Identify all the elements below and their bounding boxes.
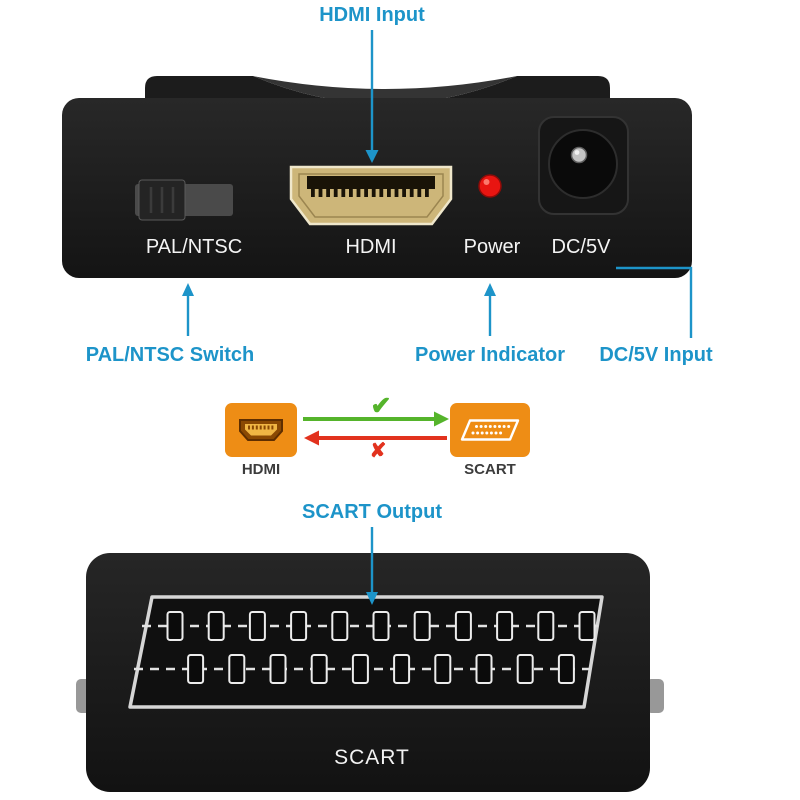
power-label: Power: [464, 236, 521, 258]
hdmi-port-label: HDMI: [345, 236, 396, 258]
scart-pin: [310, 654, 328, 684]
hdmi-pins: [307, 176, 435, 197]
scart-pin: [413, 611, 431, 641]
power-led: [478, 174, 502, 198]
dc-jack-pin: [570, 146, 588, 164]
hdmi-box-label: HDMI: [241, 461, 281, 478]
scart-pins: [166, 611, 596, 684]
pal-ntsc-switch: [135, 179, 233, 221]
scart-label: SCART: [334, 746, 410, 769]
scart-pin: [578, 611, 596, 641]
scart-box-label: SCART: [464, 461, 516, 478]
dc-jack-pin-highlight: [574, 150, 580, 155]
converter-scart-view: SCART: [76, 553, 664, 792]
dc-jack-barrel: [548, 129, 618, 199]
dc-jack: [538, 116, 629, 215]
scart-pin: [228, 654, 246, 684]
scart-pin: [434, 654, 452, 684]
hdmi-icon: [239, 419, 283, 441]
pal-ntsc-label: PAL/NTSC: [146, 236, 242, 258]
power-arrowhead: [484, 283, 496, 296]
device-top-scoop: [253, 76, 517, 104]
scart-pin: [372, 611, 390, 641]
scart-pin: [269, 654, 287, 684]
hdmi-icon-pins: [248, 425, 274, 430]
scart-pin: [496, 611, 514, 641]
hdmi-port: [289, 165, 453, 226]
scart-pin: [454, 611, 472, 641]
callout-scart-output: SCART Output: [302, 501, 442, 523]
scart-icon-pins: [471, 425, 511, 435]
scart-pin: [290, 611, 308, 641]
scart-pin: [331, 611, 349, 641]
scart-pin: [393, 654, 411, 684]
scart-connector-outline: [128, 595, 604, 709]
scart-pin: [475, 654, 493, 684]
scart-pin: [187, 654, 205, 684]
scart-pin: [351, 654, 369, 684]
callout-dc5v-input: DC/5V Input: [599, 344, 713, 366]
pal-ntsc-arrowhead: [182, 283, 194, 296]
scart-connector: [128, 595, 604, 709]
scart-pin: [537, 611, 555, 641]
cross-icon: ✘: [369, 440, 387, 462]
dc5v-label: DC/5V: [552, 236, 612, 258]
scart-pin: [557, 654, 575, 684]
scart-pin: [207, 611, 225, 641]
power-led-highlight: [483, 179, 490, 185]
side-tab-right: [646, 679, 664, 713]
callout-hdmi-input: HDMI Input: [319, 4, 425, 26]
callout-power-indicator: Power Indicator: [414, 344, 566, 366]
hdmi-box: [225, 403, 297, 457]
scart-icon: [460, 419, 520, 441]
check-icon: ✔: [370, 392, 392, 420]
scart-pin: [166, 611, 184, 641]
switch-grip-lines: [149, 187, 175, 213]
converter-top-view: PAL/NTSC HDMI Power DC/5V: [62, 76, 692, 278]
scart-pin: [248, 611, 266, 641]
scart-box: [450, 403, 530, 457]
hdmi-port-inner-outline: [298, 173, 444, 218]
scart-pin: [516, 654, 534, 684]
callout-pal-ntsc-switch: PAL/NTSC Switch: [85, 344, 255, 366]
